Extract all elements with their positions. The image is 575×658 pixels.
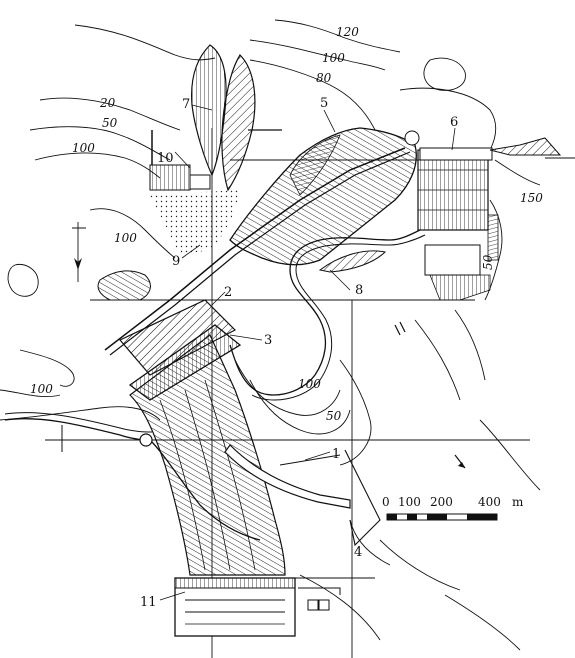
- contour-label-100-left: 100: [72, 141, 95, 155]
- contour-label-20: 20: [99, 96, 116, 110]
- structure-4-outline: [344, 449, 381, 547]
- label-7: 7: [182, 97, 190, 112]
- label-9: 9: [172, 254, 180, 269]
- structure-8: [318, 250, 387, 273]
- junction-icon: [139, 433, 153, 447]
- channel-9: [104, 147, 406, 351]
- structure-10: [149, 130, 211, 191]
- contour-label-100-mid: 100: [114, 231, 137, 245]
- label-8: 8: [355, 283, 363, 298]
- hill-top-left: [97, 270, 151, 301]
- contour-label-100-center: 100: [298, 377, 321, 391]
- structure-11: [174, 577, 341, 637]
- flow-marks: [394, 321, 406, 336]
- north-arrow-icon: [74, 258, 82, 270]
- label-4: 4: [354, 545, 362, 560]
- structure-7-right: [221, 54, 256, 192]
- contour-lines: [0, 19, 541, 651]
- contour-label-150: 150: [520, 191, 543, 205]
- structure-7: [190, 44, 227, 177]
- label-2: 2: [224, 285, 232, 300]
- leader-lines: [159, 104, 456, 601]
- scale-bar: 0 100 200 400 m: [382, 495, 524, 521]
- pump-icon: [404, 130, 420, 146]
- contour-label-50-center: 50: [326, 409, 342, 423]
- contour-label-100-top: 100: [322, 51, 345, 65]
- label-11: 11: [140, 595, 157, 610]
- scale-tick-0: 0: [382, 495, 390, 509]
- contour-label-80: 80: [316, 71, 332, 85]
- access-road: [229, 229, 421, 396]
- label-5: 5: [320, 96, 328, 111]
- scale-unit: m: [512, 495, 524, 509]
- dam-inner-lines: [159, 379, 256, 571]
- contour-label-100-bottomleft: 100: [30, 382, 53, 396]
- label-1: 1: [332, 447, 340, 462]
- dotted-zone: [150, 190, 240, 255]
- structure-5-inner: [289, 134, 341, 196]
- label-3: 3: [264, 333, 272, 348]
- structure-2: [119, 299, 236, 376]
- structure-6: [417, 137, 575, 301]
- scale-tick-200: 200: [430, 495, 453, 509]
- contour-label-50-left: 50: [102, 116, 118, 130]
- structure-1: [224, 444, 351, 509]
- label-10: 10: [157, 151, 174, 166]
- scale-tick-100: 100: [398, 495, 421, 509]
- scale-tick-400: 400: [478, 495, 501, 509]
- label-6: 6: [450, 115, 458, 130]
- contour-label-50-right: 50: [481, 254, 495, 270]
- contour-label-120: 120: [336, 25, 359, 39]
